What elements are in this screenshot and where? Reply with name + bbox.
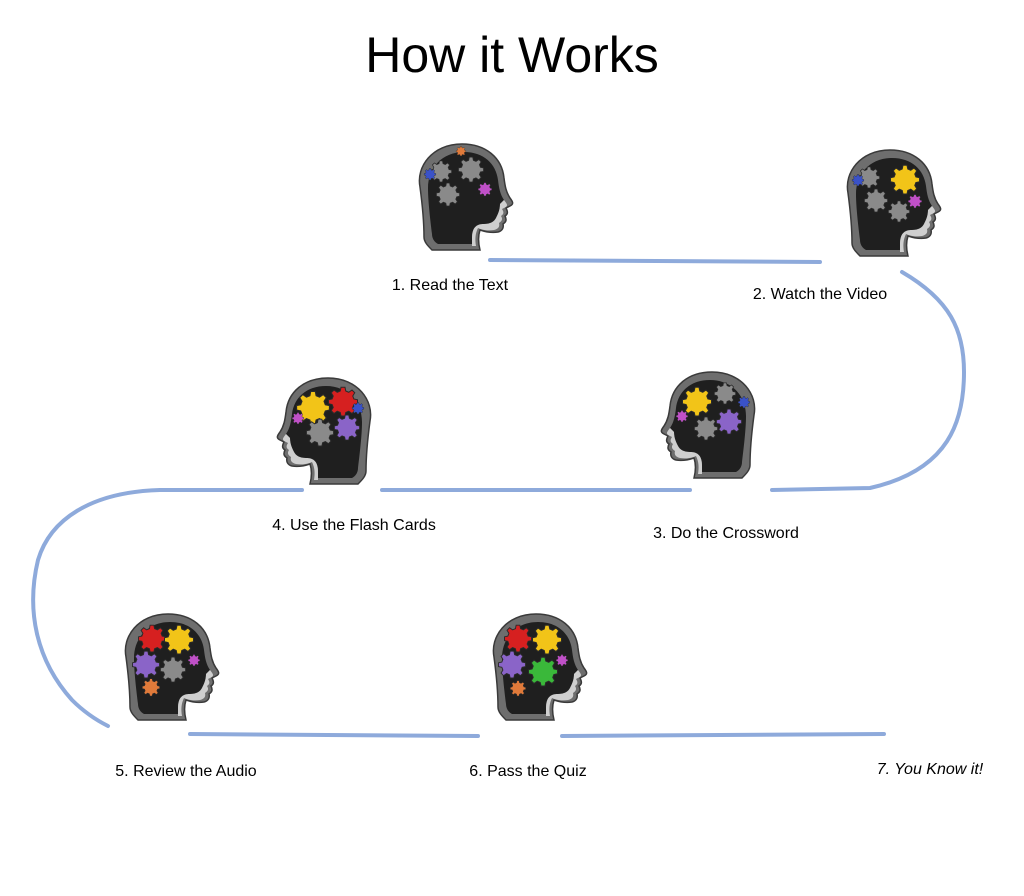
step-6-label: 6. Pass the Quiz <box>469 763 586 780</box>
gear-icon <box>503 624 533 653</box>
step-1-label: 1. Read the Text <box>392 277 509 294</box>
step-5-label: 5. Review the Audio <box>115 763 257 780</box>
gear-icon <box>555 654 569 667</box>
gear-icon <box>851 174 865 187</box>
gear-icon <box>435 182 461 207</box>
gear-icon <box>291 412 305 425</box>
step-3-label: 3. Do the Crossword <box>653 525 799 542</box>
head-with-gears-icon <box>276 377 372 485</box>
head-with-gears-icon <box>418 143 514 251</box>
head-with-gears-icon <box>492 613 588 721</box>
gear-icon <box>863 188 889 213</box>
gear-icon <box>713 382 737 405</box>
step-7: 7. You Know it! <box>877 761 984 778</box>
gear-icon <box>675 410 689 423</box>
step-4-label: 4. Use the Flash Cards <box>272 517 436 534</box>
gear-icon <box>131 650 161 679</box>
gear-icon <box>889 164 921 195</box>
gear-icon <box>907 194 923 209</box>
gear-icon <box>351 402 365 415</box>
head-with-gears-icon <box>124 613 220 721</box>
gear-icon <box>509 680 527 697</box>
path-segment-4-5 <box>31 488 162 728</box>
gear-icon <box>457 156 485 183</box>
gear-icon <box>187 654 201 667</box>
step-1: 1. Read the Text <box>392 143 514 294</box>
head-with-gears-icon <box>660 371 756 479</box>
gear-icon <box>477 182 493 197</box>
step-2-label: 2. Watch the Video <box>753 286 887 303</box>
step-3: 3. Do the Crossword <box>653 371 799 542</box>
gear-icon <box>423 168 437 181</box>
gear-icon <box>137 624 167 653</box>
gear-icon <box>681 386 713 417</box>
path-segment-2-3 <box>770 270 966 492</box>
gear-icon <box>531 624 563 655</box>
gear-icon <box>327 386 359 417</box>
gear-icon <box>693 416 719 441</box>
gear-icon <box>455 146 467 157</box>
gear-icon <box>159 656 187 683</box>
step-2: 2. Watch the Video <box>753 149 942 303</box>
step-4: 4. Use the Flash Cards <box>272 377 436 534</box>
gear-icon <box>527 656 559 687</box>
gear-icon <box>305 418 335 447</box>
page-title: How it Works <box>365 27 659 83</box>
gear-icon <box>163 624 195 655</box>
gear-icon <box>333 414 361 441</box>
progress-path <box>31 258 966 738</box>
step-7-label: 7. You Know it! <box>877 761 984 778</box>
head-with-gears-icon <box>846 149 942 257</box>
gear-icon <box>497 650 527 679</box>
step-5: 5. Review the Audio <box>115 613 257 780</box>
path-segment-1-2 <box>488 258 822 264</box>
gear-icon <box>141 678 161 697</box>
path-segment-5-6 <box>188 732 480 738</box>
gear-icon <box>887 200 911 223</box>
gear-icon <box>737 396 751 409</box>
gear-icon <box>715 408 743 435</box>
step-6: 6. Pass the Quiz <box>469 613 588 780</box>
path-segment-6-7 <box>560 732 886 738</box>
